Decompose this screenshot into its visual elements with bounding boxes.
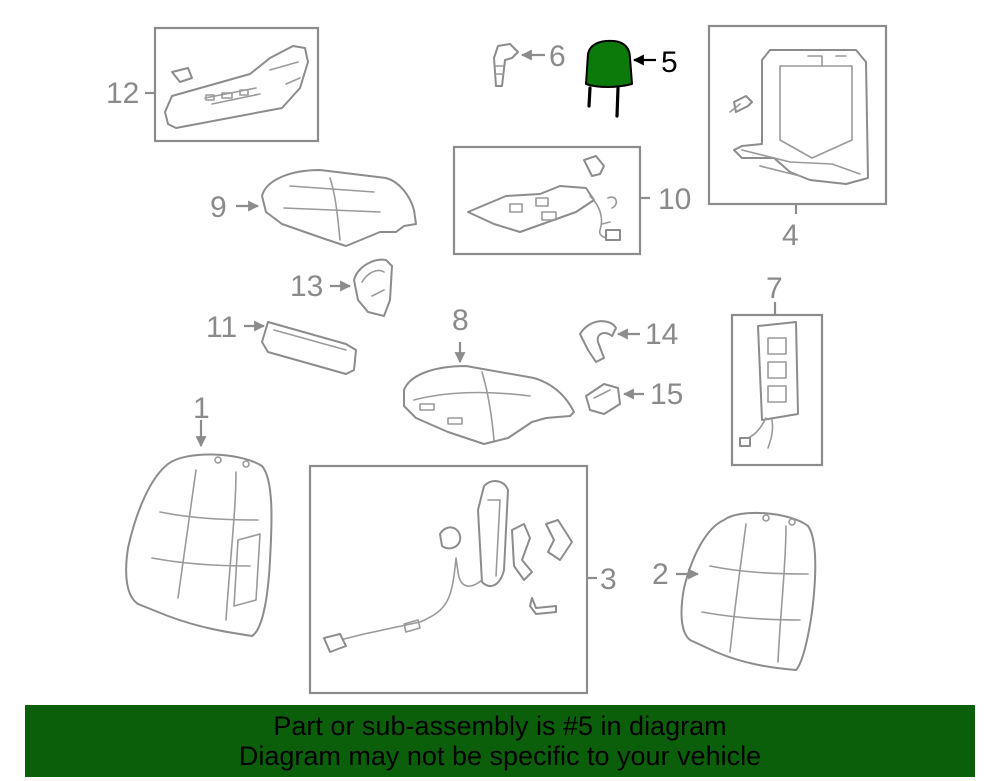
part-6-clip[interactable] xyxy=(493,43,545,87)
banner-line-2: Diagram may not be specific to your vehi… xyxy=(238,741,762,771)
part-10-heater-pad[interactable] xyxy=(452,145,650,256)
part-7-control-module[interactable] xyxy=(730,302,824,467)
part-3-airbag-assembly[interactable] xyxy=(308,464,597,695)
callout-8: 8 xyxy=(452,304,469,337)
part-8-cushion-pad[interactable] xyxy=(403,342,575,445)
part-11-strip[interactable] xyxy=(244,320,357,375)
part-2-seatback-cover[interactable] xyxy=(676,511,817,671)
callout-14: 14 xyxy=(645,318,678,351)
callout-15: 15 xyxy=(650,378,683,411)
part-14-clip[interactable] xyxy=(579,320,640,363)
callout-12: 12 xyxy=(106,77,139,110)
callout-1: 1 xyxy=(193,392,210,425)
callout-10: 10 xyxy=(658,183,691,216)
callout-2: 2 xyxy=(652,558,669,591)
callout-9: 9 xyxy=(210,191,227,224)
callout-11: 11 xyxy=(206,311,237,344)
callout-13: 13 xyxy=(290,270,323,303)
part-9-cushion-cover[interactable] xyxy=(236,169,417,247)
part-15-cap[interactable] xyxy=(585,383,644,415)
banner-line-1: Part or sub-assembly is #5 in diagram xyxy=(273,711,727,741)
callout-4: 4 xyxy=(782,219,799,252)
callout-3: 3 xyxy=(600,563,617,596)
part-4-seatback-frame[interactable] xyxy=(707,24,888,214)
part-12-side-trim[interactable] xyxy=(145,26,320,143)
part-13-cover[interactable] xyxy=(330,258,393,317)
info-banner: Part or sub-assembly is #5 in diagram Di… xyxy=(25,705,975,777)
part-5-headrest[interactable] xyxy=(585,39,656,118)
callout-7: 7 xyxy=(766,272,783,305)
callout-5: 5 xyxy=(661,46,678,79)
callout-6: 6 xyxy=(549,40,566,73)
part-1-seatback-cover[interactable] xyxy=(125,420,273,637)
